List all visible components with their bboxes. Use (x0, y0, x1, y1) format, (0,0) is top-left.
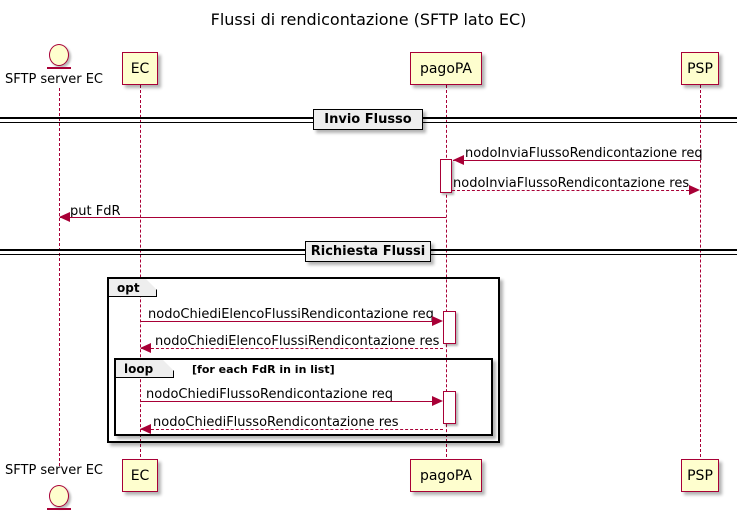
actor-label-sftp-bottom: SFTP server EC (5, 463, 103, 478)
message-label-elenco-flussi-req: nodoChiediElencoFlussiRendicontazione re… (148, 307, 434, 322)
message-arrowhead-invia-flusso-res (689, 185, 700, 195)
participant-box-pagopa-top[interactable]: pagoPA (410, 52, 482, 85)
actor-base-icon-top (47, 67, 71, 69)
message-line-invia-flusso-res (452, 190, 689, 191)
message-arrowhead-put-fdr (59, 212, 70, 222)
participant-box-ec-top[interactable]: EC (122, 52, 158, 85)
actor-head-icon-top (49, 44, 69, 66)
message-line-put-fdr (60, 217, 446, 218)
message-line-elenco-flussi-req (141, 321, 434, 322)
activation-bar-pagopa-1 (440, 159, 452, 193)
message-arrowhead-flusso-res (140, 424, 151, 434)
actor-base-icon-bottom (47, 508, 71, 510)
message-label-invia-flusso-res: nodoInviaFlussoRendicontazione res (453, 176, 690, 191)
message-arrowhead-invia-flusso-req (453, 155, 464, 165)
lifeline-psp (700, 85, 701, 457)
actor-label-sftp-top: SFTP server EC (5, 72, 103, 87)
activation-bar-pagopa-3 (443, 391, 456, 424)
message-line-elenco-flussi-res (141, 348, 443, 349)
divider-label-invio-flusso: Invio Flusso (313, 109, 423, 130)
loop-group-frame (114, 358, 493, 436)
loop-group-tab-label: loop (116, 360, 174, 378)
participant-box-psp-top[interactable]: PSP (681, 52, 719, 85)
participant-box-pagopa-bottom[interactable]: pagoPA (410, 459, 482, 492)
participant-box-psp-bottom[interactable]: PSP (681, 459, 719, 492)
participant-box-ec-bottom[interactable]: EC (122, 459, 158, 492)
message-label-elenco-flussi-res: nodoChiediElencoFlussiRendicontazione re… (155, 334, 440, 349)
message-line-flusso-res (141, 429, 443, 430)
lifeline-pagopa (446, 85, 447, 457)
diagram-title: Flussi di rendicontazione (SFTP lato EC) (210, 10, 527, 29)
lifeline-ec (140, 85, 141, 457)
opt-group-frame (107, 277, 500, 443)
lifeline-sftp (59, 88, 60, 466)
message-label-invia-flusso-req: nodoInviaFlussoRendicontazione req (465, 146, 703, 161)
opt-group-tab-label: opt (109, 279, 157, 297)
divider-label-richiesta-flussi: Richiesta Flussi (305, 241, 431, 262)
actor-head-icon-bottom (49, 485, 69, 507)
message-line-invia-flusso-req (453, 160, 700, 161)
message-arrowhead-elenco-flussi-req (432, 316, 443, 326)
message-label-flusso-res: nodoChiediFlussoRendicontazione res (153, 415, 399, 430)
activation-bar-pagopa-2 (443, 311, 456, 344)
loop-group-guard-label: [for each FdR in in list] (192, 363, 335, 376)
message-arrowhead-elenco-flussi-res (140, 343, 151, 353)
message-arrowhead-flusso-req (432, 396, 443, 406)
message-label-put-fdr: put FdR (70, 204, 121, 219)
message-label-flusso-req: nodoChiediFlussoRendicontazione req (146, 387, 394, 402)
message-line-flusso-req (141, 401, 434, 402)
